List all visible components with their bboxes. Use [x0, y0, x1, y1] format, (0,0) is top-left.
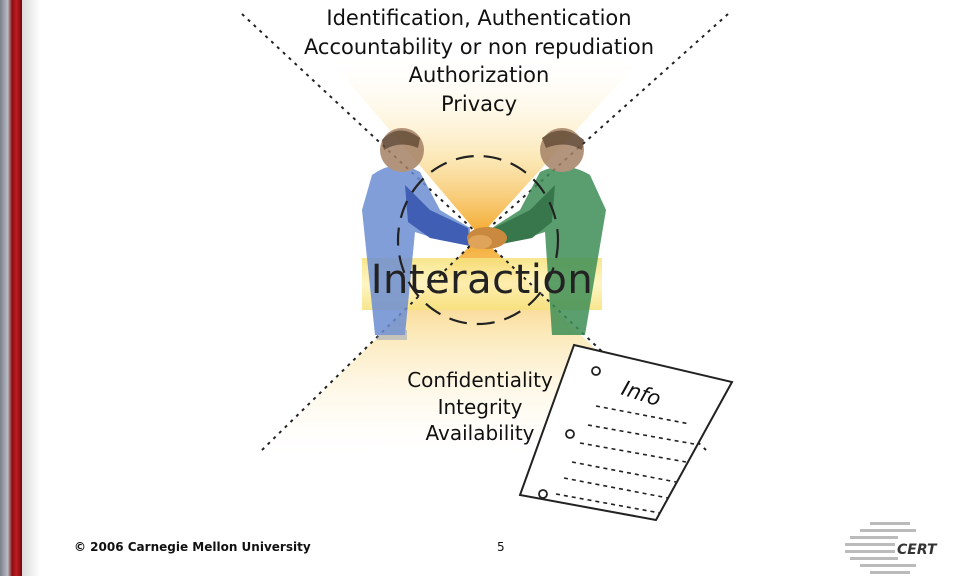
label-accountability: Accountability or non repudiation [303, 34, 655, 59]
label-integrity: Integrity [437, 394, 523, 419]
top-labels: Identification, Authentication Accountab… [249, 4, 709, 118]
cert-logo-icon [845, 522, 916, 574]
handshake-icon [467, 227, 507, 249]
footer-page-number: 5 [497, 540, 505, 554]
label-identification-authentication: Identification, Authentication [326, 6, 632, 30]
dotted-line-top-left [241, 13, 481, 237]
bottom-labels: Confidentiality Integrity Availability [380, 367, 580, 447]
label-authorization: Authorization [408, 63, 550, 87]
left-person-icon [362, 128, 470, 340]
interaction-dashed-circle [396, 154, 560, 326]
dotted-line-bottom-left [261, 235, 481, 451]
top-glow-cone [330, 60, 640, 236]
document-icon [518, 343, 734, 522]
interaction-label: Interaction [370, 257, 594, 303]
footer-copyright: © 2006 Carnegie Mellon University [74, 540, 311, 554]
label-privacy: Privacy [440, 91, 518, 116]
left-bar-shadow [22, 0, 40, 576]
label-confidentiality: Confidentiality [407, 368, 553, 392]
left-decorative-bar [0, 0, 22, 576]
right-person-icon [492, 128, 606, 335]
label-availability: Availability [425, 421, 535, 445]
cert-logo-text: CERT [897, 542, 937, 558]
